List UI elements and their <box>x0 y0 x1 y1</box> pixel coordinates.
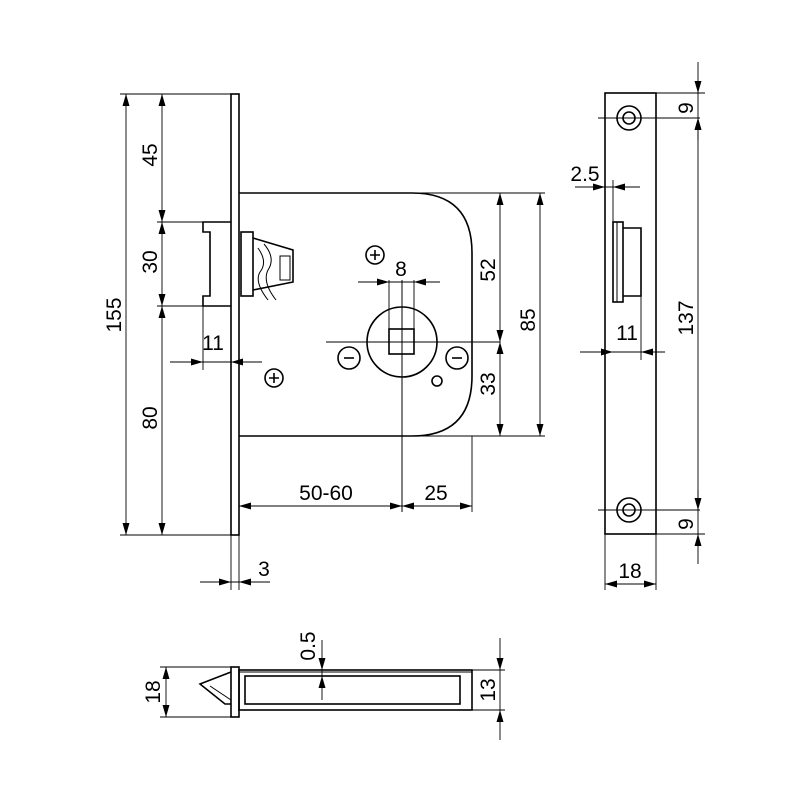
top-view-case <box>238 669 473 711</box>
latch-bolt <box>202 221 294 307</box>
dim-backset: 50-60 <box>299 482 353 505</box>
dim-faceplate-height: 155 <box>103 297 126 332</box>
dim-strike-top-hole: 9 <box>675 102 698 114</box>
dim-strike-recess-offset: 2.5 <box>570 163 599 186</box>
small-hole <box>431 375 443 387</box>
dim-case-width: 13 <box>477 678 500 701</box>
top-view-latch <box>198 671 232 705</box>
dim-spindle-to-case-bottom: 33 <box>477 372 500 395</box>
lock-body-front-view <box>202 93 500 536</box>
dim-case-height: 85 <box>517 308 540 331</box>
dim-strike-width: 18 <box>618 560 641 583</box>
dim-strike-bottom-hole: 9 <box>675 518 698 530</box>
strike-dimensions: 9 137 9 2.5 11 18 <box>570 62 705 590</box>
top-view-dimensions: 18 13 0.5 <box>142 631 505 740</box>
dim-top-to-latch: 45 <box>139 143 162 166</box>
case-screw-left-icon <box>264 368 284 388</box>
strike-plate-view <box>598 92 700 535</box>
dim-latch-to-bottom: 80 <box>139 406 162 429</box>
strike-recess <box>612 221 642 303</box>
lock-dimensions: 155 45 30 80 11 3 50-60 <box>103 93 545 590</box>
top-view-faceplate <box>230 666 240 718</box>
dim-spindle-size: 8 <box>395 258 407 281</box>
strike-plate <box>604 92 657 535</box>
dim-plate-offset: 0.5 <box>297 631 320 660</box>
dim-strike-recess-depth: 11 <box>616 322 638 345</box>
lock-case <box>239 192 473 437</box>
dim-spindle-to-edge: 25 <box>424 482 447 505</box>
dim-latch-height: 30 <box>139 250 162 273</box>
dim-case-upper-height: 52 <box>477 258 500 281</box>
dim-strike-hole-spacing: 137 <box>675 300 698 335</box>
dim-faceplate-width: 18 <box>142 680 165 703</box>
faceplate <box>230 93 240 536</box>
mounting-slot-right-icon <box>445 346 469 370</box>
mounting-slot-left-icon <box>337 346 361 370</box>
dim-latch-projection: 11 <box>202 332 224 355</box>
lock-top-view <box>198 666 473 718</box>
case-screw-top-icon <box>365 245 385 265</box>
dim-faceplate-thickness: 3 <box>258 558 270 581</box>
